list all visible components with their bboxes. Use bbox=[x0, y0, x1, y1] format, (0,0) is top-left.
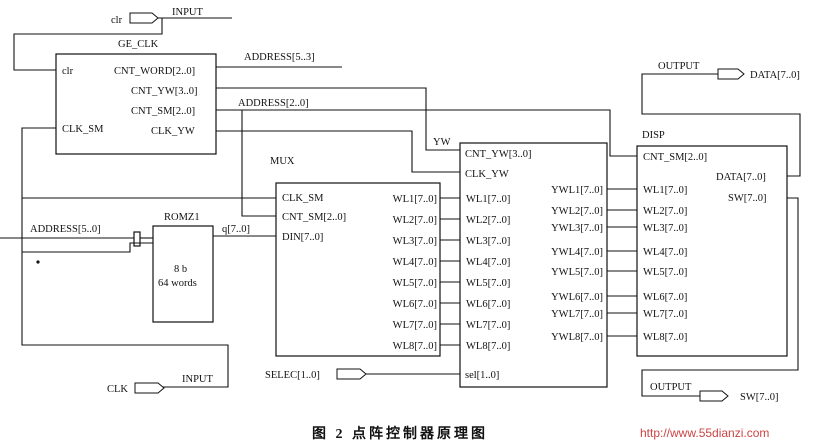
disp-input-pin: WL6[7..0] bbox=[643, 292, 687, 303]
ge-clk-pin-clk-sm: CLK_SM bbox=[62, 124, 104, 135]
output-data-direction: OUTPUT bbox=[658, 61, 700, 72]
selec-input-pin bbox=[336, 368, 367, 380]
output-sw-direction: OUTPUT bbox=[650, 382, 692, 393]
yw-output-pin: YWL1[7..0] bbox=[551, 185, 603, 196]
yw-input-pin: WL8[7..0] bbox=[466, 341, 510, 352]
output-sw-name: SW[7..0] bbox=[740, 392, 779, 403]
output-data-pin bbox=[717, 68, 745, 80]
romz-address-port bbox=[133, 231, 141, 247]
selec-pin-name: SELEC[1..0] bbox=[265, 370, 320, 381]
mux-output-pin: WL5[7..0] bbox=[393, 278, 437, 289]
mux-output-pin: WL3[7..0] bbox=[393, 236, 437, 247]
clk-input-pin bbox=[134, 382, 165, 394]
wire-cnt-sm-mux bbox=[241, 110, 276, 217]
yw-output-pin: YWL6[7..0] bbox=[551, 292, 603, 303]
yw-output-pins: YWL1[7..0] YWL2[7..0] YWL3[7..0] YWL4[7..0]… bbox=[551, 185, 637, 343]
yw-output-pin: YWL4[7..0] bbox=[551, 247, 603, 258]
mux-output-pin: WL4[7..0] bbox=[393, 257, 437, 268]
mux-output-pin: WL2[7..0] bbox=[393, 215, 437, 226]
clr-pin-name: clr bbox=[111, 15, 123, 26]
yw-output-pin: YWL2[7..0] bbox=[551, 206, 603, 217]
yw-output-pin: YWL3[7..0] bbox=[551, 223, 603, 234]
wire-clk-yw bbox=[216, 130, 460, 173]
ge-clk-pin-clk-yw: CLK_YW bbox=[151, 126, 195, 137]
disp-block bbox=[636, 145, 788, 357]
disp-input-pin: WL8[7..0] bbox=[643, 332, 687, 343]
yw-input-pin: WL1[7..0] bbox=[466, 194, 510, 205]
yw-input-pin: WL2[7..0] bbox=[466, 215, 510, 226]
net-address-5-3: ADDRESS[5..3] bbox=[244, 52, 315, 63]
mux-pin-clk-sm: CLK_SM bbox=[282, 193, 324, 204]
disp-pin-data: DATA[7..0] bbox=[716, 172, 766, 183]
net-q: q[7..0] bbox=[222, 224, 250, 235]
wire-cnt-yw bbox=[216, 87, 460, 151]
clr-input-pin bbox=[129, 12, 159, 24]
disp-input-pin: WL5[7..0] bbox=[643, 267, 687, 278]
net-address-2-0: ADDRESS[2..0] bbox=[238, 98, 309, 109]
ge-clk-pin-cnt-sm: CNT_SM[2..0] bbox=[131, 106, 195, 117]
disp-input-pins: WL1[7..0] WL2[7..0] WL3[7..0] WL4[7..0] WL5[… bbox=[643, 185, 687, 343]
disp-input-pin: WL4[7..0] bbox=[643, 247, 687, 258]
mux-pin-din: DIN[7..0] bbox=[282, 232, 323, 243]
ge-clk-pin-cnt-word: CNT_WORD[2..0] bbox=[114, 66, 195, 77]
yw-input-pin: WL4[7..0] bbox=[466, 257, 510, 268]
ge-clk-pin-clr: clr bbox=[62, 66, 74, 77]
clr-pin-direction: INPUT bbox=[172, 7, 204, 18]
disp-title: DISP bbox=[642, 130, 665, 141]
yw-output-pin: YWL7[7..0] bbox=[551, 309, 603, 320]
figure-caption: 图 2 点阵控制器原理图 bbox=[312, 425, 488, 442]
yw-output-pin: YWL5[7..0] bbox=[551, 267, 603, 278]
wire-clr bbox=[13, 17, 163, 71]
mux-output-pin: WL6[7..0] bbox=[393, 299, 437, 310]
yw-output-pin: YWL8[7..0] bbox=[551, 332, 603, 343]
disp-input-pin: WL1[7..0] bbox=[643, 185, 687, 196]
mux-title: MUX bbox=[270, 156, 295, 167]
yw-pin-sel: sel[1..0] bbox=[465, 370, 499, 381]
mux-output-pin: WL7[7..0] bbox=[393, 320, 437, 331]
ge-clk-pin-cnt-yw: CNT_YW[3..0] bbox=[131, 86, 198, 97]
romz-title: ROMZ1 bbox=[164, 212, 200, 223]
wire-sw-out bbox=[641, 197, 799, 397]
wire-cnt-sm-disp bbox=[216, 109, 637, 157]
romz-block bbox=[152, 225, 214, 323]
ge-clk-block bbox=[55, 53, 217, 155]
mux-pin-cnt-sm: CNT_SM[2..0] bbox=[282, 212, 346, 223]
yw-pin-cnt-yw: CNT_YW[3..0] bbox=[465, 149, 532, 160]
yw-pin-clk-yw: CLK_YW bbox=[465, 169, 509, 180]
net-yw-label: YW bbox=[433, 137, 451, 148]
yw-block bbox=[459, 142, 608, 388]
wire-clk-sm bbox=[21, 127, 276, 199]
output-data-name: DATA[7..0] bbox=[750, 70, 800, 81]
disp-pin-sw: SW[7..0] bbox=[728, 193, 767, 204]
disp-input-pin: WL3[7..0] bbox=[643, 223, 687, 234]
romz-line-2: 64 words bbox=[158, 278, 197, 289]
romz-line-1: 8 b bbox=[174, 264, 187, 275]
wire-romz-clock bbox=[22, 242, 153, 253]
yw-input-pin: WL6[7..0] bbox=[466, 299, 510, 310]
mux-output-pins: WL1[7..0] WL2[7..0] WL3[7..0] WL4[7..0] WL5[… bbox=[393, 194, 460, 352]
junction-dot bbox=[36, 260, 40, 264]
clk-pin-direction: INPUT bbox=[182, 374, 214, 385]
mux-output-pin: WL8[7..0] bbox=[393, 341, 437, 352]
watermark: http://www.55dianzi.com bbox=[640, 426, 769, 440]
ge-clk-title: GE_CLK bbox=[118, 39, 159, 50]
net-address-5-0: ADDRESS[5..0] bbox=[30, 224, 101, 235]
disp-input-pin: WL2[7..0] bbox=[643, 206, 687, 217]
disp-input-pin: WL7[7..0] bbox=[643, 309, 687, 320]
mux-output-pin: WL1[7..0] bbox=[393, 194, 437, 205]
wire-data-out bbox=[641, 73, 801, 177]
yw-input-pins: WL1[7..0] WL2[7..0] WL3[7..0] WL4[7..0] WL5[… bbox=[466, 194, 510, 352]
yw-input-pin: WL7[7..0] bbox=[466, 320, 510, 331]
yw-input-pin: WL5[7..0] bbox=[466, 278, 510, 289]
output-sw-pin bbox=[699, 390, 729, 402]
wire-clk bbox=[21, 198, 229, 388]
mux-block bbox=[275, 182, 441, 357]
clk-pin-name: CLK bbox=[107, 384, 128, 395]
disp-pin-cnt-sm: CNT_SM[2..0] bbox=[643, 152, 707, 163]
yw-input-pin: WL3[7..0] bbox=[466, 236, 510, 247]
